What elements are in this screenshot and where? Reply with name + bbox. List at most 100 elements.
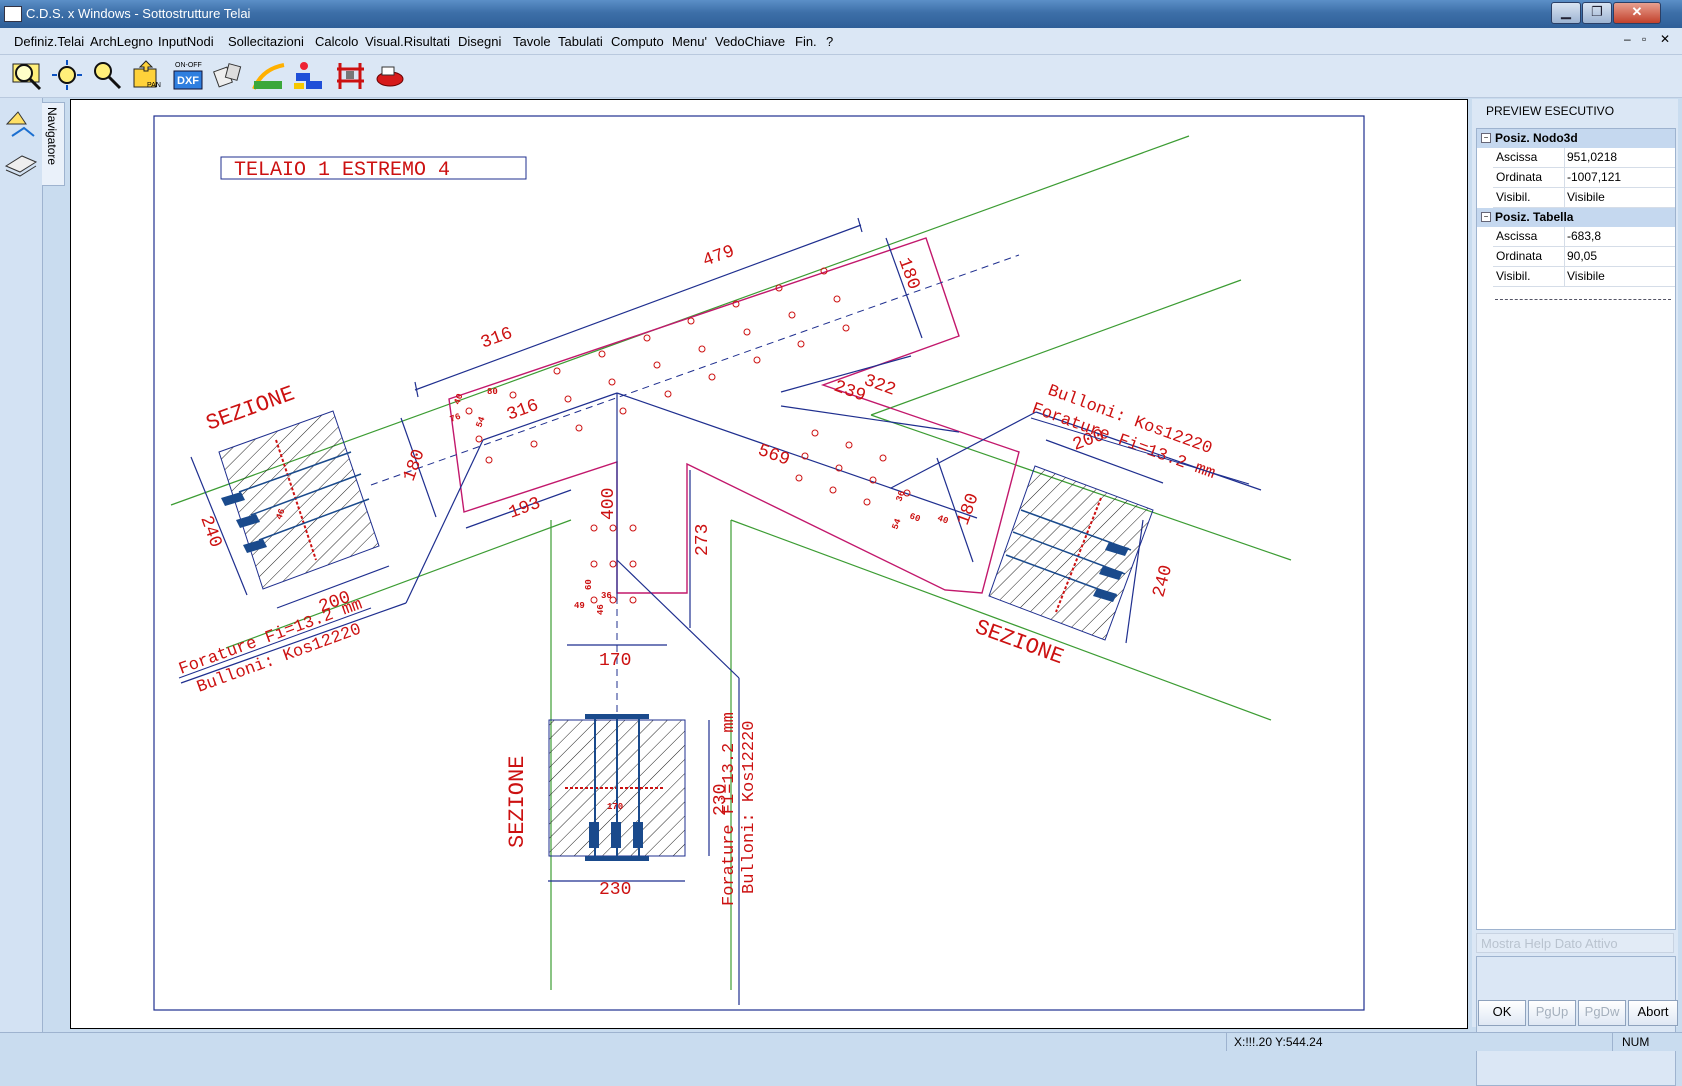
render-button[interactable] xyxy=(252,59,286,93)
menu-tabulati[interactable]: Tabulati xyxy=(558,34,603,49)
mdi-close-button[interactable]: ✕ xyxy=(1660,32,1671,46)
svg-text:180: 180 xyxy=(954,491,984,528)
property-row[interactable]: Visibil.Visibile xyxy=(1493,267,1675,287)
toolbar: PAN ON-OFF DXF xyxy=(0,55,1682,98)
geometry-tool-button[interactable] xyxy=(4,106,38,140)
svg-text:80: 80 xyxy=(487,387,498,397)
zoom-button[interactable] xyxy=(90,59,124,93)
drawing-canvas[interactable]: TELAIO 1 ESTREMO 4 xyxy=(70,99,1468,1029)
menu-archlegno[interactable]: ArchLegno xyxy=(90,34,153,49)
status-bar: X:!!!.20 Y:544.24 NUM xyxy=(0,1032,1682,1051)
maximize-button[interactable]: ❐ xyxy=(1582,2,1612,24)
svg-text:SEZIONE: SEZIONE xyxy=(505,756,530,848)
svg-text:170: 170 xyxy=(607,802,623,812)
svg-text:239: 239 xyxy=(831,377,868,407)
center-lines xyxy=(370,254,1020,728)
svg-text:322: 322 xyxy=(861,371,898,401)
svg-text:400: 400 xyxy=(599,488,619,520)
zoom-extents-button[interactable] xyxy=(50,59,84,93)
cad-drawing: TELAIO 1 ESTREMO 4 xyxy=(153,115,1365,1011)
svg-text:273: 273 xyxy=(693,524,713,556)
menu-menu[interactable]: Menu' xyxy=(672,34,708,49)
svg-text:46: 46 xyxy=(596,604,606,615)
menu-visual-risultati[interactable]: Visual.Risultati xyxy=(365,34,451,49)
menu-disegni[interactable]: Disegni xyxy=(458,34,502,49)
svg-text:60: 60 xyxy=(908,511,922,524)
svg-text:240: 240 xyxy=(1149,563,1177,599)
zoom-window-button[interactable] xyxy=(10,59,44,93)
geometry-tool-icon xyxy=(5,111,35,137)
menu-sollecitazioni[interactable]: Sollecitazioni xyxy=(228,34,304,49)
group-posiz-tabella[interactable]: − Posiz. Tabella xyxy=(1477,208,1675,227)
property-row[interactable]: Ordinata-1007,121 xyxy=(1493,168,1675,188)
window-title: C.D.S. x Windows - Sottostrutture Telai xyxy=(26,6,251,21)
group-posiz-nodo3d[interactable]: − Posiz. Nodo3d xyxy=(1477,129,1675,148)
collapse-toggle[interactable]: − xyxy=(1481,212,1491,222)
layers-button[interactable] xyxy=(292,59,326,93)
print-preview-button[interactable] xyxy=(374,59,408,93)
svg-text:180: 180 xyxy=(400,447,430,484)
section-bottom xyxy=(548,714,686,861)
cursor-coordinates: X:!!!.20 Y:544.24 xyxy=(1234,1035,1323,1049)
svg-text:36: 36 xyxy=(894,489,907,503)
print-preview-icon xyxy=(376,66,404,87)
abort-button[interactable]: Abort xyxy=(1628,1000,1678,1026)
menu-tavole[interactable]: Tavole xyxy=(513,34,551,49)
svg-text:36: 36 xyxy=(601,591,612,601)
rotate-view-button[interactable] xyxy=(212,59,246,93)
frame-icon xyxy=(337,63,364,89)
mdi-minimize-button[interactable]: – xyxy=(1624,32,1631,46)
svg-text:230: 230 xyxy=(599,880,631,900)
svg-text:230: 230 xyxy=(711,784,731,816)
annotation-leaders xyxy=(178,417,1250,1005)
menu-vedochiave[interactable]: VedoChiave xyxy=(715,34,786,49)
minimize-button[interactable]: ▁ xyxy=(1551,2,1581,24)
close-button[interactable]: ✕ xyxy=(1613,2,1661,24)
help-title: Mostra Help Dato Attivo xyxy=(1476,933,1674,953)
property-row[interactable]: Ascissa-683,8 xyxy=(1493,227,1675,247)
svg-text:54: 54 xyxy=(890,517,903,531)
svg-text:479: 479 xyxy=(700,242,737,272)
plan-view-button[interactable] xyxy=(4,144,38,178)
section-right xyxy=(988,465,1154,641)
svg-text:Bulloni: Kos12220: Bulloni: Kos12220 xyxy=(740,721,759,894)
svg-text:46: 46 xyxy=(274,507,287,521)
collapse-toggle[interactable]: − xyxy=(1481,133,1491,143)
dxf-toggle-button[interactable]: ON-OFF DXF xyxy=(172,59,206,93)
menu-computo[interactable]: Computo xyxy=(611,34,664,49)
svg-text:DXF: DXF xyxy=(177,75,199,87)
frame-button[interactable] xyxy=(334,59,368,93)
ok-button[interactable]: OK xyxy=(1478,1000,1526,1026)
menu-inputnodi[interactable]: InputNodi xyxy=(158,34,214,49)
preview-panel: PREVIEW ESECUTIVO − Posiz. Nodo3d Asciss… xyxy=(1472,99,1678,1086)
layers-icon xyxy=(294,62,322,89)
menu-help[interactable]: ? xyxy=(826,34,834,49)
svg-text:49: 49 xyxy=(574,601,585,611)
pan-button[interactable]: PAN xyxy=(130,59,164,93)
pgdw-button[interactable]: PgDw xyxy=(1578,1000,1626,1026)
pgup-button[interactable]: PgUp xyxy=(1528,1000,1576,1026)
app-icon xyxy=(4,6,22,22)
menu-bar: Definiz.Telai ArchLegno InputNodi Sollec… xyxy=(0,28,1682,55)
render-icon xyxy=(252,63,285,90)
bolt-holes xyxy=(465,267,911,604)
svg-text:ON-OFF: ON-OFF xyxy=(175,62,202,69)
zoom-icon xyxy=(94,62,122,90)
dxf-toggle-icon: ON-OFF DXF xyxy=(173,62,203,90)
svg-text:SEZIONE: SEZIONE xyxy=(972,615,1067,670)
property-row[interactable]: Visibil.Visibile xyxy=(1493,188,1675,208)
mdi-restore-button[interactable]: ▫ xyxy=(1642,32,1647,46)
menu-fin[interactable]: Fin. xyxy=(795,34,817,49)
zoom-window-icon xyxy=(12,63,42,91)
num-lock-indicator: NUM xyxy=(1622,1035,1650,1049)
svg-text:316: 316 xyxy=(478,324,515,354)
sheet-border xyxy=(153,115,1365,1011)
menu-calcolo[interactable]: Calcolo xyxy=(315,34,359,49)
menu-definiz-telai[interactable]: Definiz.Telai xyxy=(14,34,85,49)
svg-text:170: 170 xyxy=(599,651,631,671)
navigator-tab[interactable]: Navigatore xyxy=(42,102,65,186)
svg-text:569: 569 xyxy=(755,441,792,471)
